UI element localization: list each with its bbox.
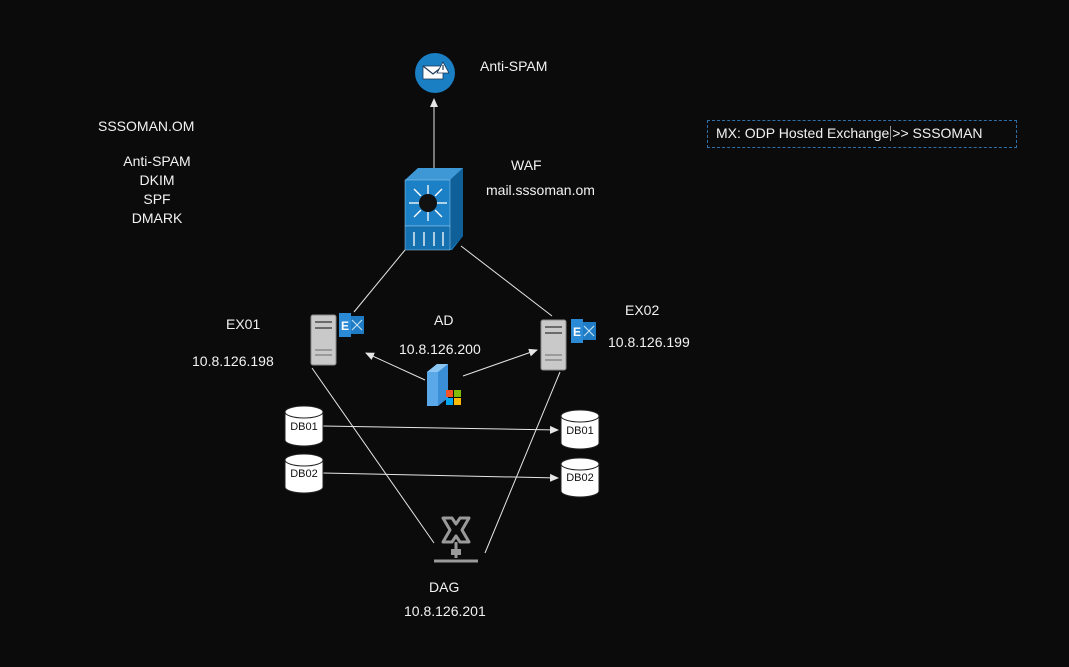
waf-to-ex02-line <box>460 245 553 317</box>
ex01-to-dag-line <box>311 367 435 544</box>
ex01-label: EX01 <box>226 316 261 332</box>
db01-right-label: DB01 <box>566 425 594 437</box>
db02-right-cylinder <box>560 457 600 498</box>
db02-left-cylinder <box>284 453 324 494</box>
waf-label: WAF <box>511 157 542 173</box>
db01-left-label: DB01 <box>290 421 318 433</box>
domain-notes: SSSOMAN.OM Anti-SPAM DKIM SPF DMARK <box>98 117 216 228</box>
db01-right-cylinder <box>560 409 600 450</box>
ex02-server-icon: E <box>540 319 596 371</box>
waf-to-ex01-line <box>353 249 406 313</box>
layer3-switch-icon <box>404 168 463 251</box>
ad-to-ex01-arrow <box>365 352 426 381</box>
dag-ip-label: 10.8.126.201 <box>404 603 486 619</box>
mail-alert-icon <box>415 53 455 93</box>
ex02-label: EX02 <box>625 302 660 318</box>
domain-title: SSSOMAN.OM <box>98 118 195 134</box>
antispam-label: Anti-SPAM <box>480 58 548 74</box>
ex01-ip-label: 10.8.126.198 <box>192 353 274 369</box>
ad-ip-label: 10.8.126.200 <box>399 341 481 357</box>
ad-label: AD <box>434 312 454 328</box>
svg-text:E: E <box>573 325 581 339</box>
text-caret <box>890 126 892 141</box>
ex02-ip-label: 10.8.126.199 <box>608 334 690 350</box>
dag-icon <box>434 516 478 563</box>
mx-text-before: MX: ODP Hosted Exchange <box>716 125 890 141</box>
mx-text-after: >> SSSOMAN <box>892 125 983 141</box>
note-item: DMARK <box>131 210 183 226</box>
db02-left-label: DB02 <box>290 468 318 480</box>
ad-to-ex02-arrow <box>462 348 538 377</box>
ex02-to-dag-line <box>484 371 561 554</box>
note-item: Anti-SPAM <box>123 153 191 169</box>
dag-label: DAG <box>429 579 460 595</box>
windows-server-icon <box>427 364 461 406</box>
db02-replication-arrow <box>322 472 559 482</box>
note-item: SPF <box>143 191 171 207</box>
svg-text:E: E <box>341 319 349 333</box>
db01-replication-arrow <box>322 425 559 434</box>
mx-text-box[interactable]: MX: ODP Hosted Exchange>> SSSOMAN <box>707 120 1017 148</box>
db01-left-cylinder <box>284 405 324 447</box>
waf-host-label: mail.sssoman.om <box>486 182 595 198</box>
ex01-server-icon: E <box>310 313 364 366</box>
note-item: DKIM <box>139 172 175 188</box>
db02-right-label: DB02 <box>566 472 594 484</box>
